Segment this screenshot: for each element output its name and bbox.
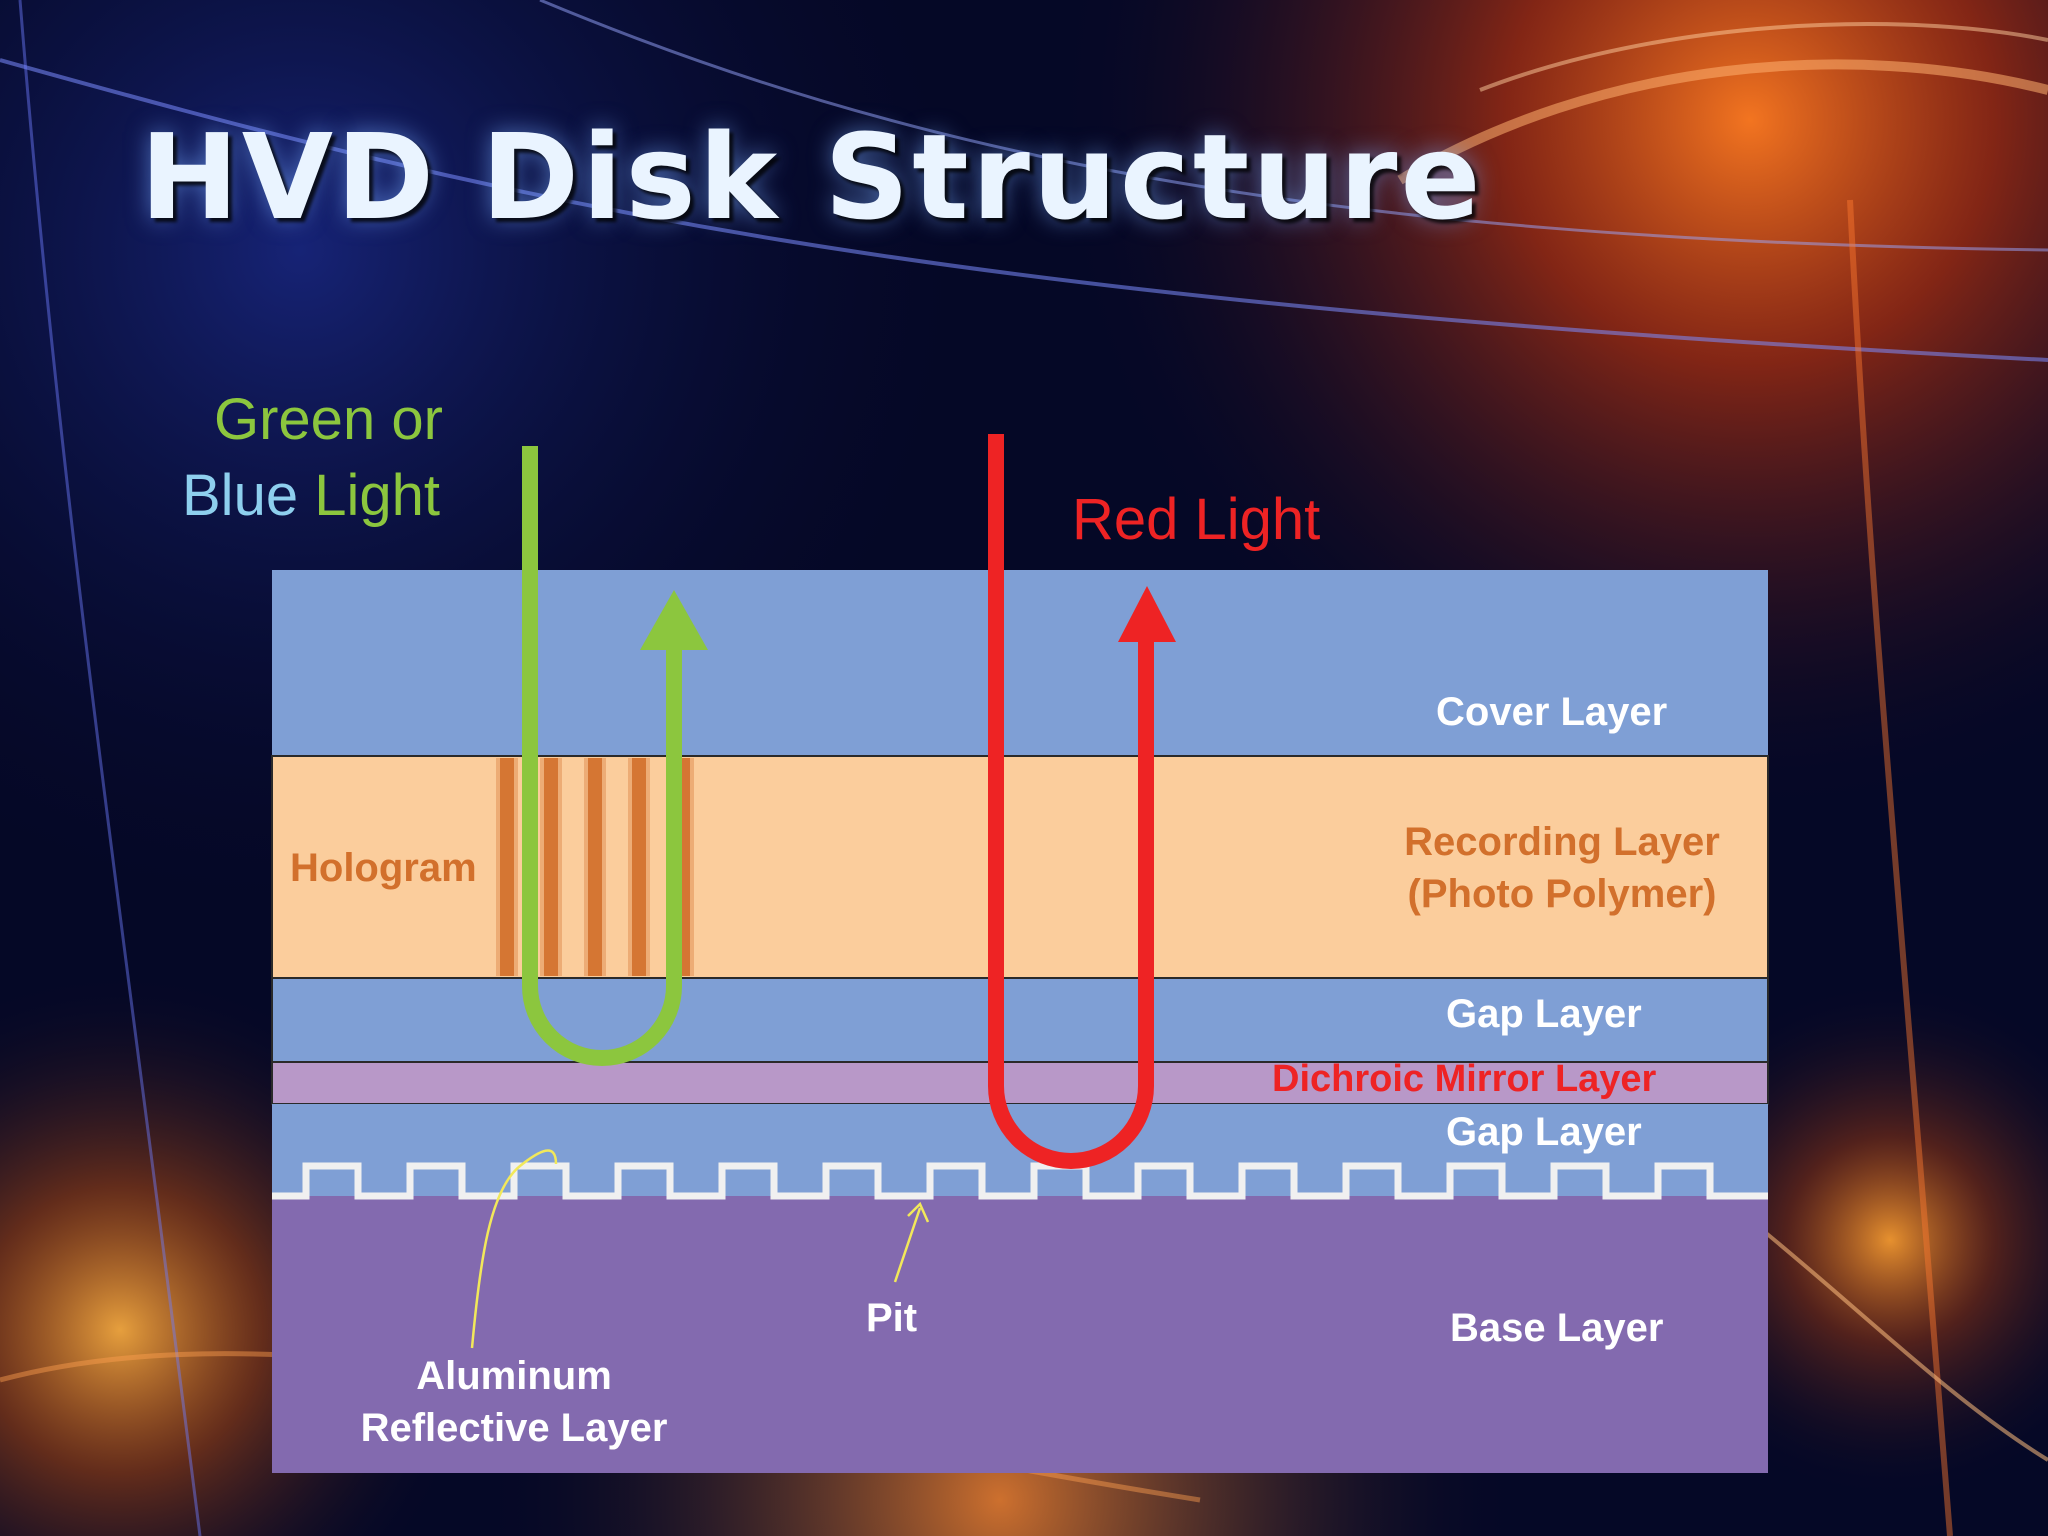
- aluminum-reflective-label: Aluminum Reflective Layer: [328, 1350, 700, 1454]
- cover-layer-label: Cover Layer: [1436, 690, 1668, 734]
- aluminum-label-line1: Aluminum: [416, 1354, 612, 1398]
- recording-layer-label: Recording Layer (Photo Polymer): [1384, 816, 1740, 920]
- blue-word: Blue: [182, 463, 299, 528]
- aluminum-pointer-line: [470, 1149, 558, 1349]
- aluminum-label-line2: Reflective Layer: [360, 1406, 668, 1450]
- green-arrow-head: [640, 590, 708, 650]
- base-layer-label: Base Layer: [1450, 1306, 1664, 1350]
- slide-title: HVD Disk Structure: [140, 108, 1484, 246]
- recording-layer-label-line1: Recording Layer: [1404, 820, 1720, 864]
- gap-layer-top: [271, 977, 1769, 1063]
- green-light-label-line1: Green or: [214, 387, 443, 452]
- pit-pointer-arrow: [893, 1201, 930, 1283]
- green-light-beam: [522, 446, 708, 1066]
- recording-layer-label-line2: (Photo Polymer): [1407, 872, 1717, 916]
- gap-layer-top-label: Gap Layer: [1446, 992, 1642, 1036]
- hologram-label: Hologram: [290, 846, 477, 890]
- red-light-beam: [988, 434, 1176, 1169]
- base-layer: [272, 1196, 1768, 1473]
- pit-label: Pit: [866, 1296, 918, 1340]
- gap-layer-bottom-label: Gap Layer: [1446, 1110, 1642, 1154]
- green-light-label-line2: Blue Light: [182, 462, 440, 529]
- aluminum-reflective-edge: [272, 1162, 1768, 1200]
- red-light-label: Red Light: [1072, 487, 1321, 552]
- cover-layer: [272, 570, 1768, 756]
- dichroic-mirror-label: Dichroic Mirror Layer: [1272, 1058, 1657, 1100]
- red-arrow-head: [1118, 586, 1176, 642]
- light-word: Light: [314, 463, 440, 528]
- disk-layers: [271, 570, 1769, 1473]
